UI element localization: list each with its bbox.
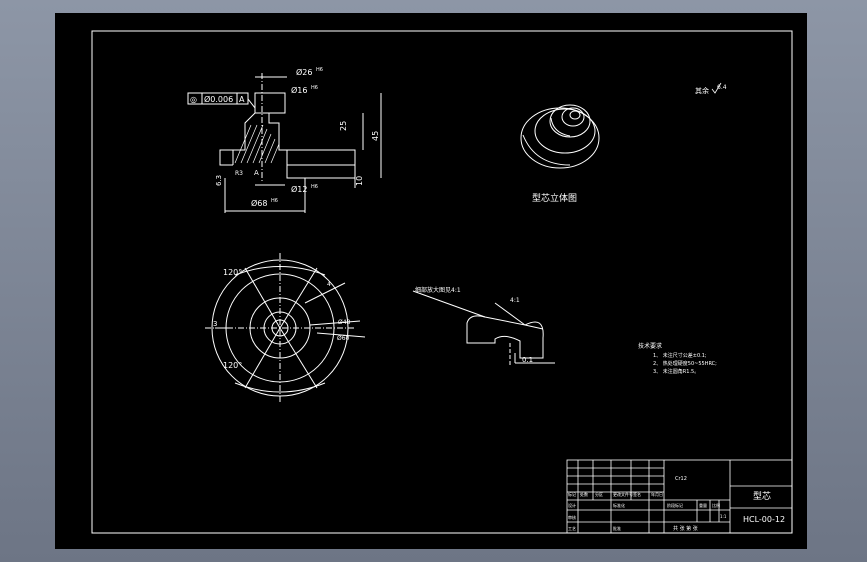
plan-rib-1 xyxy=(244,267,281,329)
iso-bore xyxy=(569,110,581,120)
title-block-frame xyxy=(566,459,793,534)
tb-sheet: 共 张 第 张 xyxy=(673,525,698,532)
section-bottom xyxy=(286,165,355,179)
tb-scale: 比例 xyxy=(712,502,720,508)
gdt-value: Ø0.006 xyxy=(204,94,233,104)
dim-inner-tol: H6 xyxy=(311,85,318,91)
iso-lower-edge xyxy=(522,134,571,166)
section-view xyxy=(187,73,382,213)
tb-drawing-no: HCL-00-12 xyxy=(743,515,785,524)
plan-labels: 120° 120° 3 4 Ø48 Ø60 xyxy=(213,268,351,370)
cad-drawing: ◎ Ø0.006 A Ø26 H6 Ø16 H6 Ø12 H6 Ø68 H6 4… xyxy=(91,30,793,534)
roughness-symbol xyxy=(711,82,722,94)
dim-h-small: 10 xyxy=(355,176,364,186)
tb-label-zone: 分区 xyxy=(595,491,603,497)
iso-hub-inner xyxy=(561,107,585,127)
title-block xyxy=(566,459,793,534)
iso-hub-outer xyxy=(549,104,591,138)
tb-label-count: 处数 xyxy=(580,491,588,497)
tb-standardize: 标准化 xyxy=(613,502,625,508)
tb-stage: 阶段标记 xyxy=(667,502,683,508)
dim-side: 6.3 xyxy=(215,175,223,186)
dim-inner: Ø16 xyxy=(291,85,307,95)
drawing-border xyxy=(91,30,793,534)
plan-leader-2 xyxy=(309,320,361,326)
dim-bottom: Ø68 xyxy=(251,198,267,208)
tb-role-design: 设计 xyxy=(568,502,576,508)
plan-angle-arc-bottom xyxy=(234,382,326,393)
plan-rib-4 xyxy=(279,327,318,389)
section-labels: ◎ Ø0.006 A Ø26 H6 Ø16 H6 Ø12 H6 Ø68 H6 4… xyxy=(190,67,380,208)
dim-bore: Ø12 xyxy=(291,184,307,194)
section-flange-left xyxy=(219,149,233,166)
section-body-outline xyxy=(232,112,288,165)
title-block-text: Cr12 型芯 HCL-00-12 标记 处数 分区 更改文件号 签名 年月日 … xyxy=(568,476,785,532)
gdt-datum: A xyxy=(239,95,245,104)
dim-top-tol: H6 xyxy=(316,67,323,73)
plan-angle-arc-top xyxy=(234,266,326,276)
detail-leader xyxy=(412,290,486,318)
plan-dim-r1: 4 xyxy=(327,281,331,288)
section-hatch xyxy=(234,124,280,164)
detail-scale-leader xyxy=(494,302,526,326)
section-hub xyxy=(254,92,286,114)
iso-view xyxy=(520,104,600,169)
tb-label-change: 更改文件号 xyxy=(613,491,633,497)
detail-dim: 0.1 xyxy=(522,356,533,364)
roughness-value: 6.4 xyxy=(717,84,727,91)
tb-label-sign: 签名 xyxy=(633,491,641,497)
datum-mark: A xyxy=(254,169,259,177)
section-flange xyxy=(287,149,356,166)
tb-scale-value: 1:1 xyxy=(720,514,727,519)
iso-flange-inner xyxy=(534,108,596,154)
plan-dim-r2: Ø48 xyxy=(338,319,351,326)
plan-leader-1 xyxy=(304,282,346,304)
gdt-symbol: ◎ xyxy=(190,95,197,104)
cad-viewport[interactable]: ◎ Ø0.006 A Ø26 H6 Ø16 H6 Ø12 H6 Ø68 H6 4… xyxy=(55,13,807,549)
tb-material: Cr12 xyxy=(675,476,687,482)
plan-rib-2 xyxy=(279,267,318,329)
tb-weight: 重量 xyxy=(699,502,707,508)
plan-leader-3 xyxy=(316,332,366,338)
iso-flange-outer xyxy=(520,107,600,169)
tb-label-mark: 标记 xyxy=(568,491,576,497)
plan-angle-bottom: 120° xyxy=(223,361,242,370)
roughness-mark: 其余 6.4 xyxy=(695,82,727,95)
iso-step-edge xyxy=(550,117,571,137)
plan-view xyxy=(205,253,366,403)
notes-item-1: 1、 未注尺寸公差±0.1; xyxy=(653,352,707,359)
tb-approve: 批准 xyxy=(613,525,621,531)
roughness-label: 其余 xyxy=(695,86,709,95)
notes-item-3: 3、 未注圆角R1.5。 xyxy=(653,368,699,375)
dim-bottom-tol: H6 xyxy=(271,198,278,204)
detail-edge xyxy=(524,324,544,330)
detail-profile xyxy=(466,315,544,359)
technical-notes: 技术要求 1、 未注尺寸公差±0.1; 2、 热处理硬度50~55HRC; 3、… xyxy=(638,342,717,375)
detail-callout: 细部放大图见4:1 xyxy=(415,286,461,294)
dim-h-large: 45 xyxy=(371,131,380,141)
notes-title: 技术要求 xyxy=(638,342,662,350)
tb-label-date: 年月日 xyxy=(651,491,663,497)
tb-role-process: 工艺 xyxy=(568,526,576,531)
tb-part-name: 型芯 xyxy=(753,490,771,502)
dim-top: Ø26 xyxy=(296,67,312,77)
notes-item-2: 2、 热处理硬度50~55HRC; xyxy=(653,360,717,367)
tb-role-review: 审核 xyxy=(568,514,576,520)
iso-caption: 型芯立体图 xyxy=(532,192,577,204)
dim-bore-tol: H6 xyxy=(311,184,318,190)
detail-view xyxy=(412,290,555,365)
gdt-frame xyxy=(187,92,249,105)
dim-h-mid: 25 xyxy=(339,121,348,131)
detail-scale: 4:1 xyxy=(510,297,520,304)
plan-dim-r3: Ø60 xyxy=(337,335,350,342)
plan-rib-3 xyxy=(244,327,281,389)
dim-inner-side: R3 xyxy=(235,170,243,177)
plan-angle-top: 120° xyxy=(223,268,242,277)
plan-dim-left: 3 xyxy=(213,320,217,328)
